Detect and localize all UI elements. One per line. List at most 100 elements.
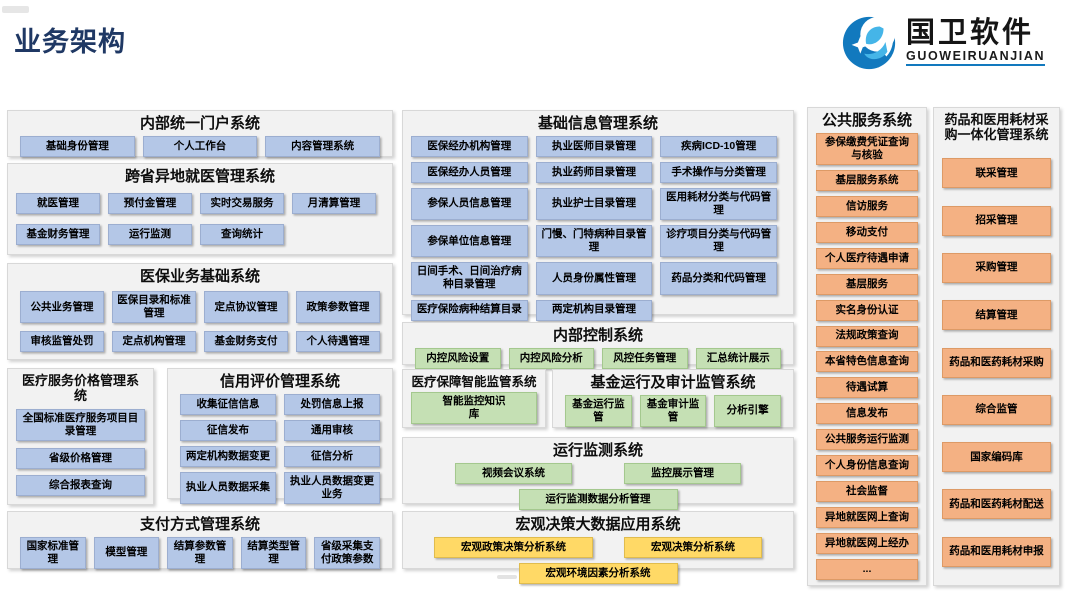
system-item-button[interactable]: 宏观环境因素分析系统	[518, 562, 678, 584]
system-item-button[interactable]: 社会监督	[816, 481, 918, 503]
system-item-button[interactable]: 法规政策查询	[816, 325, 918, 347]
system-item-button[interactable]: 参保缴费凭证查询与核验	[816, 132, 918, 166]
system-item-button[interactable]: 模型管理	[93, 536, 160, 570]
system-item-button[interactable]: 通用审核	[284, 419, 380, 441]
system-item-button[interactable]: 医保经办机构管理	[411, 135, 528, 157]
system-item-button[interactable]: 两定机构目录管理	[535, 299, 653, 321]
system-item-button[interactable]: 基础身份管理	[20, 135, 135, 157]
system-item-button[interactable]: 执业医师目录管理	[535, 135, 653, 157]
system-item-button[interactable]: 执业人员数据变更业务	[284, 471, 380, 505]
system-item-button[interactable]: 基金财务支付	[204, 330, 288, 352]
system-item-button[interactable]: 两定机构数据变更	[180, 445, 276, 467]
system-item-button[interactable]: 药品和医药耗材配送	[942, 489, 1051, 520]
system-item-button[interactable]: 基金财务管理	[16, 223, 100, 245]
system-item-button[interactable]: 人员身份属性管理	[535, 262, 653, 295]
panel-credit-evaluation: 信用评价管理系统 收集征信信息处罚信息上报征信发布通用审核两定机构数据变更征信分…	[167, 368, 393, 505]
system-item-button[interactable]: 医疗保险病种结算目录	[411, 299, 528, 321]
system-item-button[interactable]: 参保单位信息管理	[411, 225, 528, 258]
system-item-button[interactable]: 药品和医药耗材采购	[942, 347, 1051, 378]
system-item-button[interactable]: 本省特色信息查询	[816, 351, 918, 373]
system-item-button[interactable]: 药品和医用耗材申报	[942, 536, 1051, 567]
section-title: 基础信息管理系统	[537, 115, 658, 132]
system-item-button[interactable]: 省级价格管理	[16, 447, 145, 469]
system-item-button[interactable]: 查询统计	[200, 223, 284, 245]
system-item-button[interactable]: 结算参数管理	[167, 536, 233, 570]
system-item-button[interactable]: 个人医疗待遇申请	[816, 247, 918, 269]
system-item-button[interactable]: 基金运行监管	[565, 394, 632, 428]
system-item-button[interactable]: ...	[816, 558, 918, 580]
system-item-button[interactable]: 个人身份信息查询	[816, 455, 918, 477]
system-item-button[interactable]: 月清算管理	[292, 193, 376, 215]
system-item-button[interactable]: 移动支付	[816, 221, 918, 243]
system-item-button[interactable]: 征信分析	[284, 445, 380, 467]
system-item-button[interactable]: 手术操作与分类管理	[660, 161, 777, 183]
system-item-button[interactable]: 信息发布	[816, 403, 918, 425]
system-item-button[interactable]: 就医管理	[16, 193, 100, 215]
system-item-button[interactable]: 医用耗材分类与代码管理	[660, 187, 777, 221]
system-item-button[interactable]: 基层服务系统	[816, 169, 918, 191]
system-item-button[interactable]: 招采管理	[942, 205, 1051, 236]
system-item-button[interactable]: 风控任务管理	[602, 347, 688, 369]
system-item-button[interactable]: 药品分类和代码管理	[660, 262, 777, 295]
system-item-button[interactable]: 公共业务管理	[20, 291, 104, 324]
system-item-button[interactable]: 处罚信息上报	[284, 393, 380, 415]
system-item-button[interactable]: 个人待遇管理	[296, 330, 380, 352]
system-item-button[interactable]: 基金审计监管	[639, 394, 707, 428]
system-item-button[interactable]: 结算管理	[942, 300, 1051, 331]
system-item-button[interactable]: 审核监管处罚	[20, 330, 104, 352]
system-item-button[interactable]: 基层服务	[816, 273, 918, 295]
system-item-button[interactable]: 疾病ICD-10管理	[660, 135, 777, 157]
system-item-button[interactable]: 实时交易服务	[200, 193, 284, 215]
system-item-button[interactable]: 诊疗项目分类与代码管理	[660, 225, 777, 258]
system-item-button[interactable]: 国家标准管理	[20, 536, 86, 570]
section-items: 视频会议系统 监控展示管理运行监测数据分析管理	[411, 462, 785, 510]
system-item-button[interactable]: 运行监测数据分析管理	[518, 488, 678, 510]
system-item-button[interactable]: 收集征信信息	[180, 393, 276, 415]
system-item-button[interactable]: 汇总统计展示	[695, 347, 781, 369]
system-item-button[interactable]: 异地就医网上查询	[816, 506, 918, 528]
system-item-button[interactable]: 参保人员信息管理	[411, 187, 528, 221]
section-title: 医疗保障智能监管系统	[411, 375, 537, 389]
system-item-button[interactable]: 预付金管理	[108, 193, 192, 215]
section-items: 收集征信信息处罚信息上报征信发布通用审核两定机构数据变更征信分析执业人员数据采集…	[176, 393, 384, 505]
system-item-button[interactable]: 内控风险分析	[508, 347, 594, 369]
system-item-button[interactable]: 定点机构管理	[112, 330, 196, 352]
system-item-button[interactable]: 综合监管	[942, 394, 1051, 425]
system-item-button[interactable]: 定点协议管理	[204, 291, 288, 324]
system-item-button[interactable]: 结算类型管理	[240, 536, 307, 570]
system-item-button[interactable]: 异地就医网上经办	[816, 532, 918, 554]
system-item-button[interactable]: 医保经办人员管理	[411, 161, 528, 183]
system-item-button[interactable]: 个人工作台	[142, 135, 258, 157]
system-item-button[interactable]: 医保目录和标准管理	[112, 291, 196, 324]
system-item-button[interactable]: 日间手术、日间治疗病种目录管理	[411, 262, 528, 295]
system-item-button[interactable]: 运行监测	[108, 223, 192, 245]
panel-payment-method: 支付方式管理系统 国家标准管理模型管理结算参数管理结算类型管理省级采集支付政策参…	[7, 511, 393, 570]
system-item-button[interactable]: 综合报表查询	[16, 475, 145, 497]
system-item-button[interactable]: 全国标准医疗服务项目目录管理	[16, 408, 145, 441]
section-items: 参保缴费凭证查询与核验基层服务系统信访服务移动支付个人医疗待遇申请基层服务实名身…	[816, 132, 918, 580]
system-item-button[interactable]: 宏观政策决策分析系统	[434, 536, 593, 558]
system-item-button[interactable]: 内容管理系统	[265, 135, 380, 157]
system-item-button[interactable]: 执业护士目录管理	[535, 187, 653, 221]
system-item-button[interactable]: 执业人员数据采集	[180, 471, 276, 505]
system-item-button[interactable]: 待遇试算	[816, 377, 918, 399]
system-item-button[interactable]: 视频会议系统	[455, 462, 572, 484]
system-item-button[interactable]: 监控展示管理	[624, 462, 741, 484]
system-item-button[interactable]: 实名身份认证	[816, 299, 918, 321]
system-item-button[interactable]: 省级采集支付政策参数	[314, 536, 380, 570]
system-item-button[interactable]: 内控风险设置	[415, 347, 501, 369]
section-title: 医疗服务价格管理系统	[21, 373, 139, 403]
system-item-button[interactable]: 智能监控知识库	[411, 392, 537, 425]
system-item-button[interactable]: 公共服务运行监测	[816, 429, 918, 451]
system-item-button[interactable]: 采购管理	[942, 252, 1051, 283]
system-item-button[interactable]: 信访服务	[816, 195, 918, 217]
system-item-button[interactable]: 执业药师目录管理	[535, 161, 653, 183]
panel-medical-price: 医疗服务价格管理系统 全国标准医疗服务项目目录管理省级价格管理综合报表查询	[7, 368, 154, 505]
system-item-button[interactable]: 门慢、门特病种目录管理	[535, 225, 653, 258]
system-item-button[interactable]: 分析引擎	[714, 394, 781, 428]
system-item-button[interactable]: 政策参数管理	[296, 291, 380, 324]
system-item-button[interactable]: 联采管理	[942, 158, 1051, 189]
system-item-button[interactable]: 宏观决策分析系统	[624, 536, 762, 558]
system-item-button[interactable]: 征信发布	[180, 419, 276, 441]
system-item-button[interactable]: 国家编码库	[942, 442, 1051, 473]
